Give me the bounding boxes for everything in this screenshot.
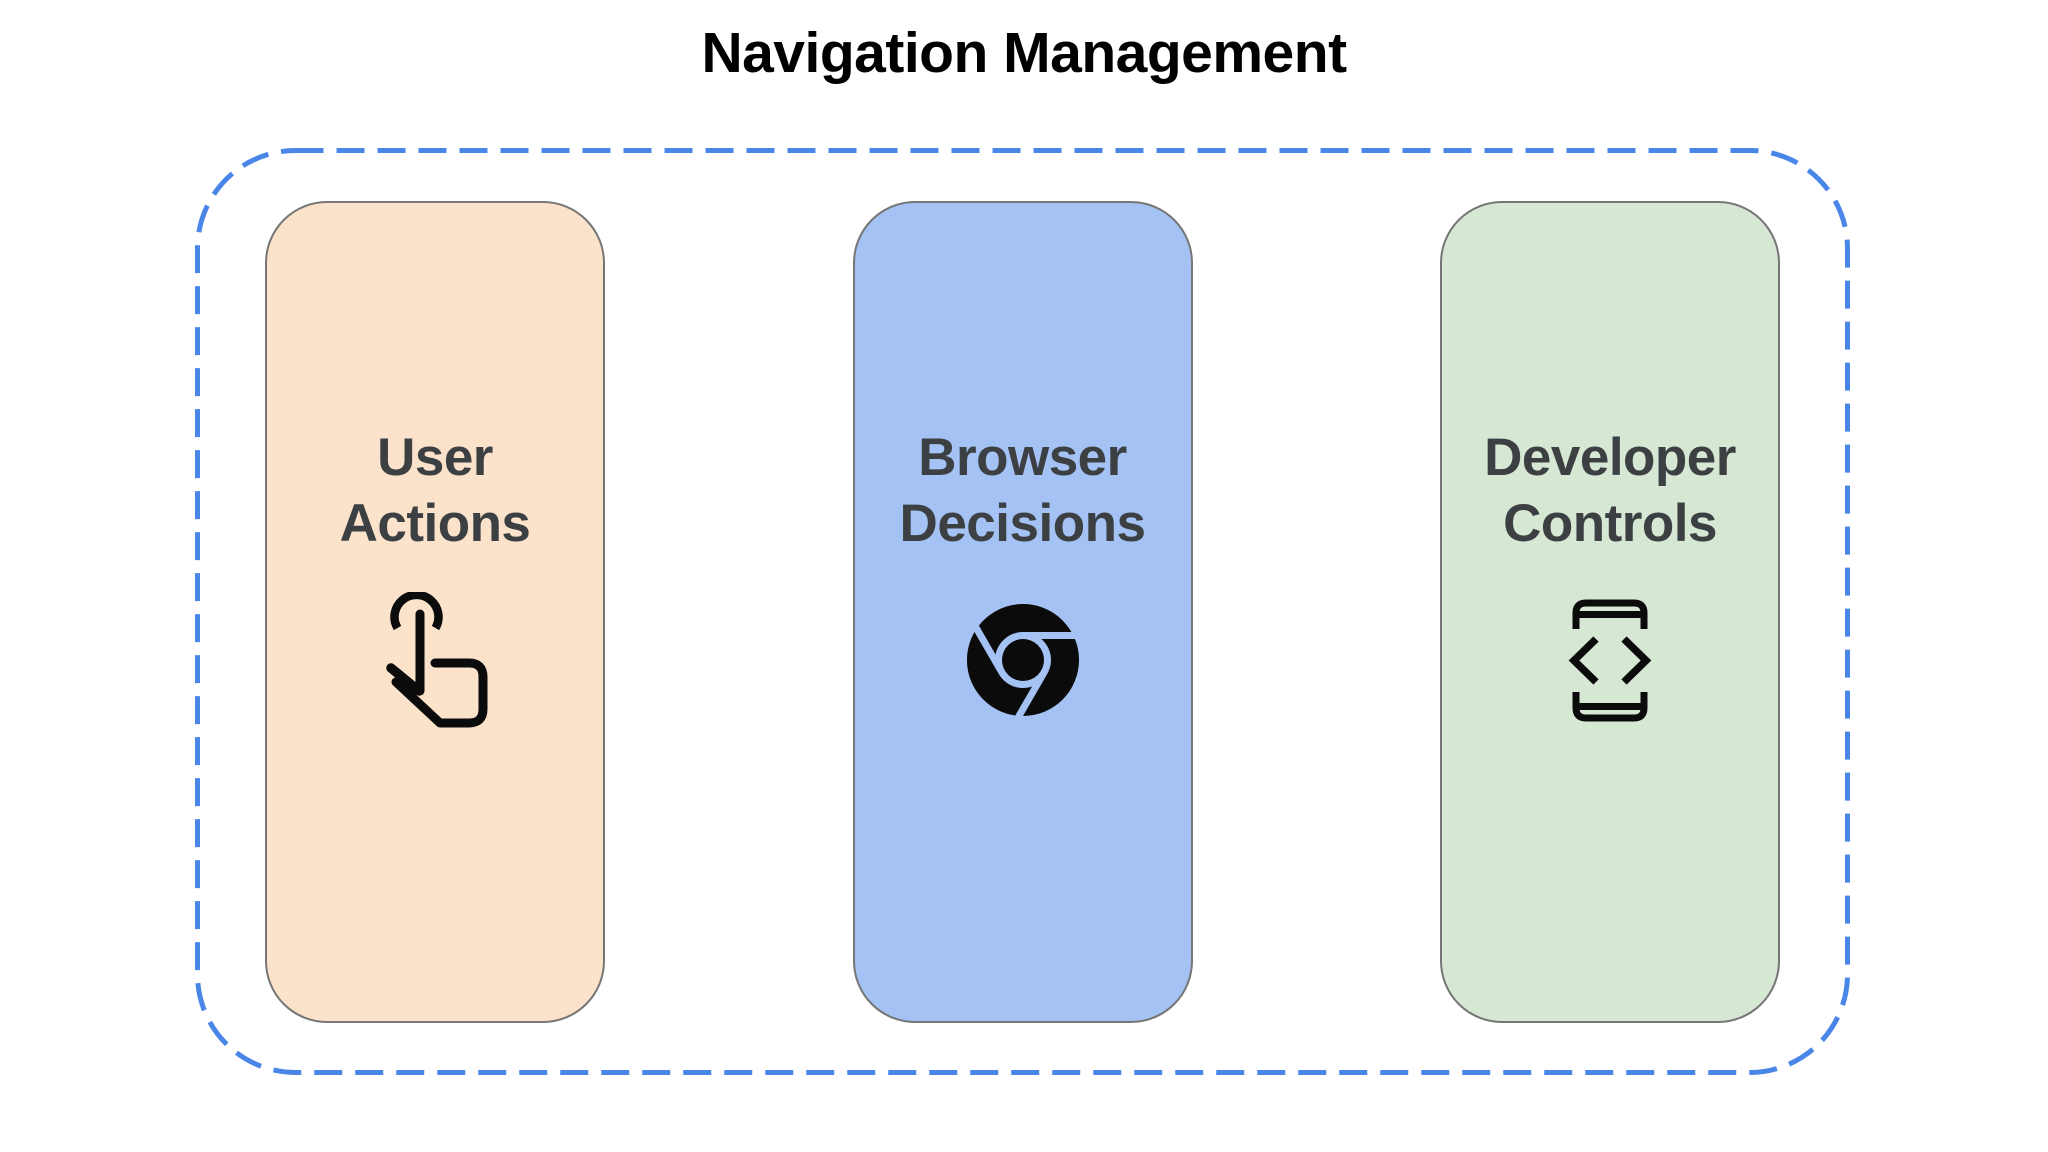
developer-mode-icon: [1568, 599, 1652, 722]
card-label: Developer Controls: [1484, 425, 1736, 559]
card-label-line: Controls: [1503, 494, 1717, 554]
dashed-border: [195, 148, 1850, 1075]
cards-row: User Actions Browser Decisions: [195, 148, 1850, 1075]
card-user-actions: User Actions: [265, 200, 605, 1023]
dashed-boundary-box: User Actions Browser Decisions: [195, 148, 1850, 1075]
icon-area: [267, 590, 603, 730]
card-browser-decisions: Browser Decisions: [852, 200, 1193, 1023]
card-developer-controls: Developer Controls: [1440, 200, 1780, 1023]
icon-area: [1442, 590, 1778, 730]
card-label-line: Actions: [339, 494, 531, 554]
diagram-title: Navigation Management: [701, 21, 1347, 85]
icon-area: [855, 590, 1191, 730]
chrome-browser-icon: [966, 604, 1079, 717]
tap-gesture-icon: [386, 591, 488, 728]
card-label-line: Decisions: [899, 494, 1146, 554]
card-label-line: Developer: [1484, 427, 1736, 487]
card-label: Browser Decisions: [900, 425, 1146, 559]
card-label-line: User: [377, 427, 493, 487]
card-label-line: Browser: [918, 427, 1127, 487]
card-label: User Actions: [340, 425, 531, 559]
